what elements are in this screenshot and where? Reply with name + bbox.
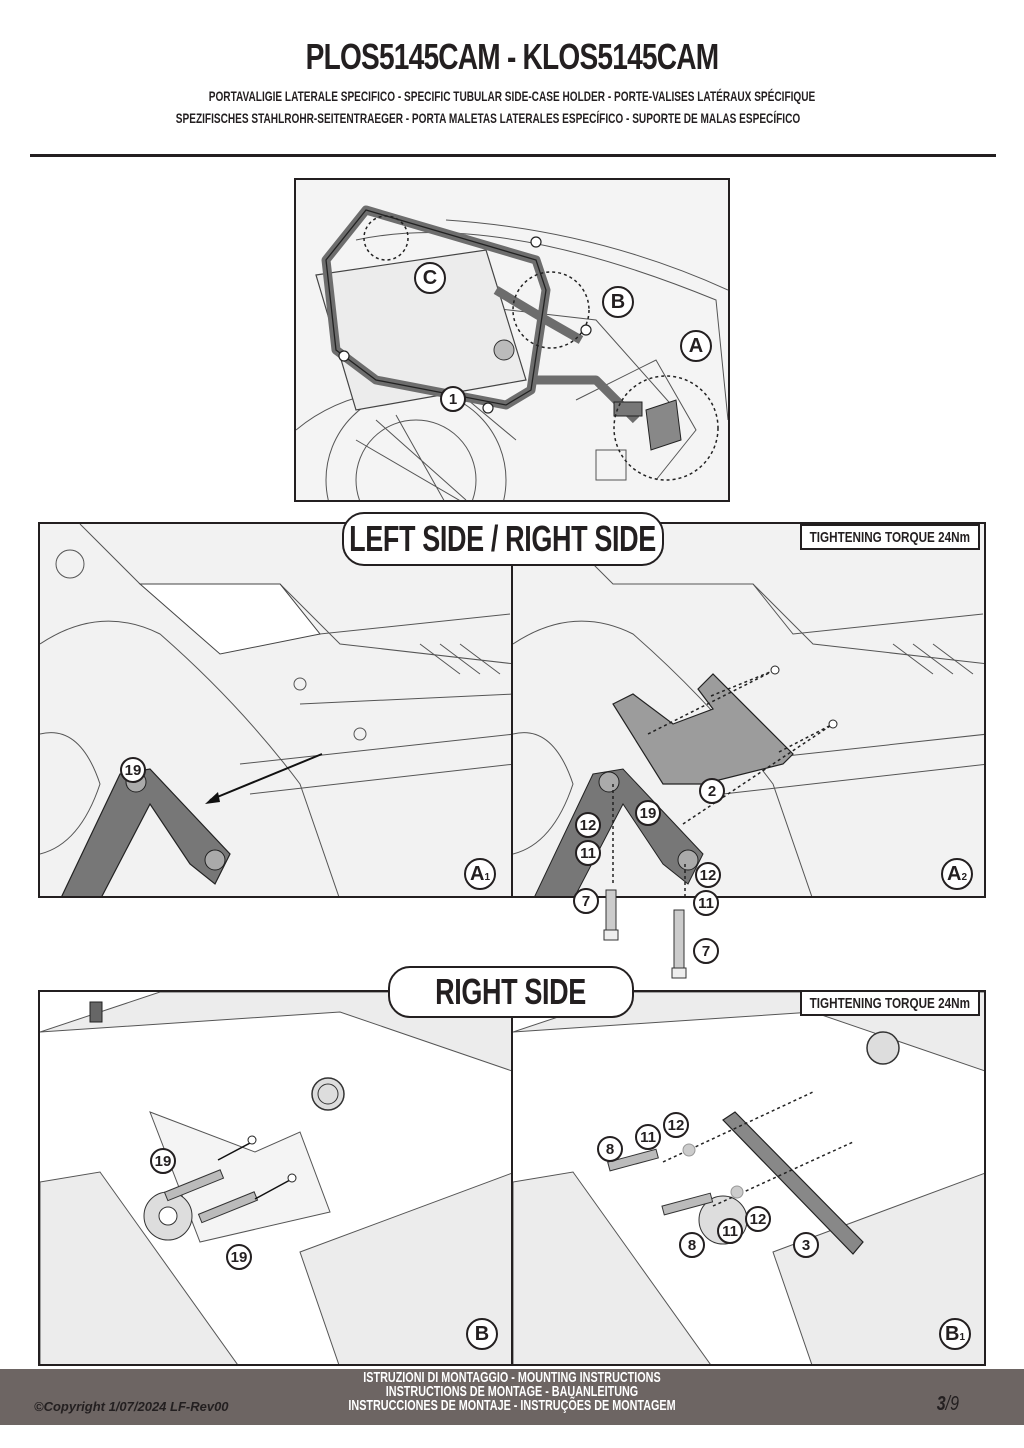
callout-part-1: 1 <box>440 386 466 412</box>
part-12: 12 <box>745 1206 771 1232</box>
footer-bar: ©Copyright 1/07/2024 LF-Rev00 ISTRUZIONI… <box>0 1369 1024 1425</box>
subtitle-line-2: SPEZIFISCHES STAHLROHR-SEITENTRAEGER - P… <box>175 110 801 126</box>
page-current: 3 <box>936 1393 946 1415</box>
instructions-line-3: INSTRUCCIONES DE MONTAJE - INSTRUÇÕES DE… <box>348 1397 676 1414</box>
part-12: 12 <box>575 812 601 838</box>
part-8: 8 <box>679 1232 705 1258</box>
part-7: 7 <box>573 888 599 914</box>
section-label-left-right-side: LEFT SIDE / RIGHT SIDE <box>342 512 664 566</box>
part-8: 8 <box>597 1136 623 1162</box>
frame-drawing-a1 <box>40 524 511 896</box>
frame-drawing-a2 <box>513 524 984 896</box>
header-divider <box>30 154 996 157</box>
bolt-drawings <box>603 889 687 979</box>
instructions-line-2: INSTRUCTIONS DE MONTAGE - BAUANLEITUNG <box>385 1383 639 1400</box>
step-b-badge: B <box>466 1318 498 1350</box>
subtitle-line-1: PORTAVALIGIE LATERALE SPECIFICO - SPECIF… <box>208 88 816 104</box>
part-11: 11 <box>575 840 601 866</box>
callout-a: A <box>680 330 712 362</box>
copyright-notice: ©Copyright 1/07/2024 LF-Rev00 <box>34 1399 229 1414</box>
section-label-right-side: RIGHT SIDE <box>388 966 634 1018</box>
part-11: 11 <box>635 1124 661 1150</box>
torque-spec: TIGHTENING TORQUE 24Nm <box>800 990 980 1016</box>
motorcycle-overview-drawing <box>296 205 728 500</box>
part-3: 3 <box>793 1232 819 1258</box>
callout-c: C <box>414 262 446 294</box>
part-11: 11 <box>717 1218 743 1244</box>
instructions-title: ISTRUZIONI DI MONTAGGIO - MOUNTING INSTR… <box>0 1369 1024 1414</box>
part-19: 19 <box>120 757 146 783</box>
page-total: /9 <box>945 1393 960 1415</box>
instructions-line-1: ISTRUZIONI DI MONTAGGIO - MOUNTING INSTR… <box>363 1369 661 1386</box>
panel-b: 19 19 B <box>38 990 513 1366</box>
part-2: 2 <box>699 778 725 804</box>
part-12: 12 <box>695 862 721 888</box>
callout-b: B <box>602 286 634 318</box>
part-19: 19 <box>150 1148 176 1174</box>
part-7: 7 <box>693 938 719 964</box>
part-19: 19 <box>226 1244 252 1270</box>
page-number: 3/9 <box>937 1393 959 1416</box>
torque-spec: TIGHTENING TORQUE 24Nm <box>800 524 980 550</box>
part-19: 19 <box>635 800 661 826</box>
part-11: 11 <box>693 890 719 916</box>
frame-drawing-b <box>40 992 511 1364</box>
document-title: PLOS5145CAM - KLOS5145CAM <box>305 36 720 77</box>
overview-illustration: C B A 1 <box>294 178 730 502</box>
frame-drawing-b1 <box>513 992 984 1364</box>
part-12: 12 <box>663 1112 689 1138</box>
